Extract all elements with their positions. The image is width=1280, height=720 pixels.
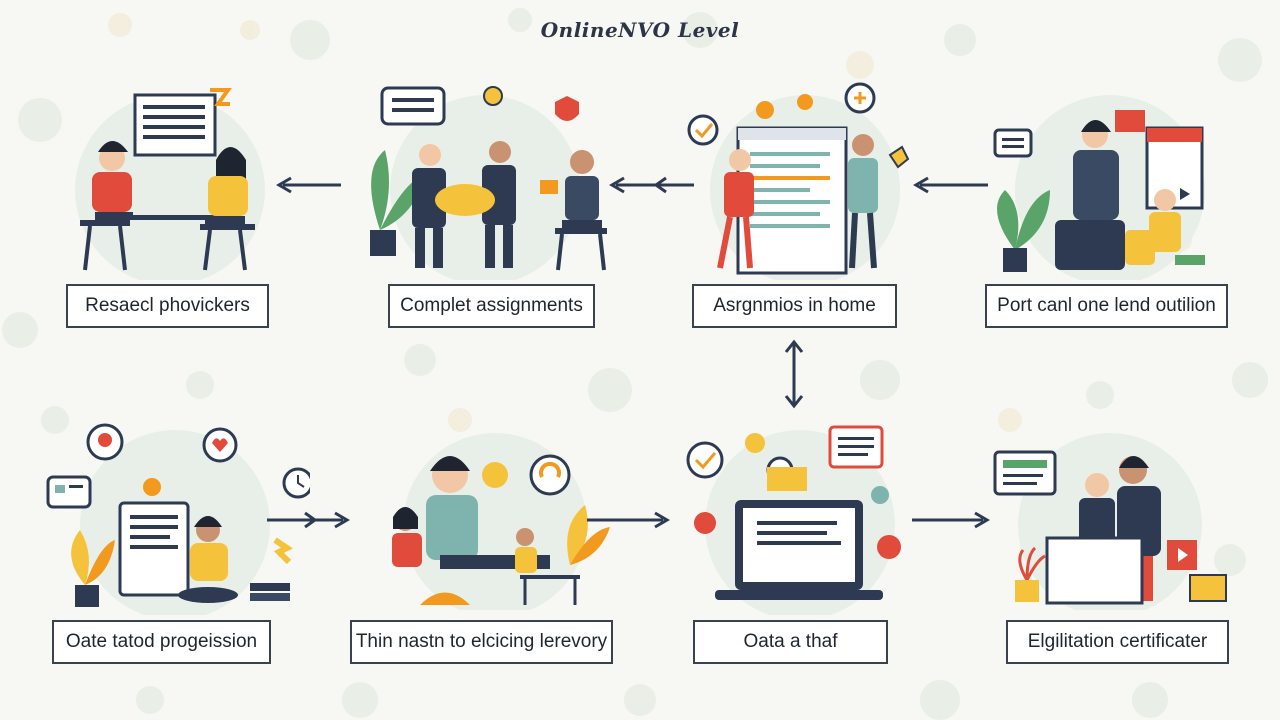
scene-learning xyxy=(392,433,610,610)
chat-bubble-icon xyxy=(46,475,92,509)
arrow-step7-to-step8 xyxy=(912,511,990,529)
shield-icon xyxy=(555,96,579,121)
scene-research xyxy=(75,88,265,280)
step-label-8: Elgilitation certificater xyxy=(1006,620,1229,664)
plant-icon xyxy=(1015,546,1046,602)
chat-bubble-icon xyxy=(993,128,1033,158)
chat-bubble-icon xyxy=(828,425,884,469)
arrow-step4-to-step3 xyxy=(913,176,988,194)
plant-icon xyxy=(567,505,610,565)
step-label-5: Oate tatod progeission xyxy=(52,620,271,664)
clock-icon xyxy=(282,467,310,499)
play-icon xyxy=(1167,540,1197,570)
scene-certificate xyxy=(993,433,1227,610)
document-icon xyxy=(736,126,848,275)
lightbulb-icon xyxy=(482,462,508,488)
scene-portfolio xyxy=(993,95,1205,280)
gear-icon xyxy=(143,478,161,496)
chat-bubble-icon xyxy=(380,86,446,126)
check-icon xyxy=(686,441,724,479)
check-icon xyxy=(687,114,719,146)
document-icon xyxy=(133,93,217,157)
step-label-1: Resaecl phovickers xyxy=(66,284,269,328)
plant-icon xyxy=(71,530,115,607)
heart-icon xyxy=(202,427,238,463)
plant-icon xyxy=(997,190,1050,272)
arrow-step5-to-step6 xyxy=(267,511,350,529)
laptop-icon xyxy=(715,500,883,600)
lightbulb-icon xyxy=(86,423,124,461)
scene-data xyxy=(686,425,901,615)
gear-icon xyxy=(756,94,813,119)
arrow-step6-to-step7 xyxy=(587,511,670,529)
play-icon xyxy=(1180,188,1190,200)
step-label-4: Port canl one lend outilion xyxy=(985,284,1228,328)
scene-assignments xyxy=(370,86,607,280)
arrow-step3-step7-bidirectional xyxy=(784,339,804,409)
document-icon xyxy=(118,501,190,597)
lightbulb-icon xyxy=(483,86,503,106)
arrow-step3-to-step2 xyxy=(609,176,694,194)
arrow-step2-to-step1 xyxy=(276,176,341,194)
page-title: OnlineNVO Level xyxy=(540,18,740,42)
step-label-2: Complet assignments xyxy=(388,284,595,328)
scene-home-assignments xyxy=(687,82,910,280)
step-label-7: Oata a thaf xyxy=(693,620,888,664)
step-label-6: Thin nastn to elcicing lerevory xyxy=(350,620,613,664)
certificate-icon xyxy=(993,450,1057,496)
scene-progression xyxy=(46,423,310,615)
chat-bubble-icon xyxy=(844,82,876,114)
step-label-3: Asrgnmios in home xyxy=(692,284,897,328)
chat-bubble-icon xyxy=(529,454,571,496)
